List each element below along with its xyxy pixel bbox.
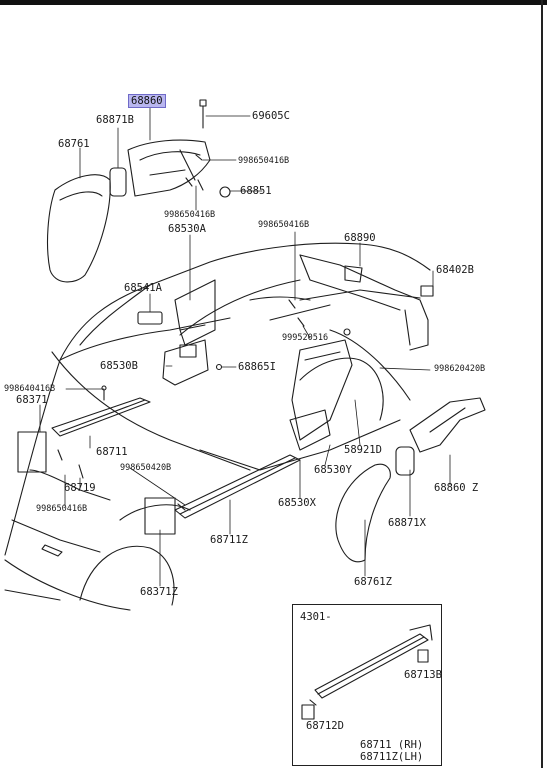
part-label-68719[interactable]: 68719 bbox=[64, 482, 96, 494]
part-label-68712D[interactable]: 68712D bbox=[306, 720, 344, 732]
right-border bbox=[541, 0, 543, 768]
part-label-998620420B[interactable]: 998620420B bbox=[434, 364, 486, 374]
sill-68711 bbox=[51, 397, 151, 437]
part-label-998650416B-d[interactable]: 998650416B bbox=[36, 504, 88, 514]
part-label-68860[interactable]: 68860 bbox=[128, 94, 166, 108]
part-label-998650416B-b[interactable]: 998650416B bbox=[164, 210, 216, 220]
part-label-68371[interactable]: 68371 bbox=[16, 394, 48, 406]
pillar-68530A bbox=[174, 279, 216, 346]
part-label-998650416B-a[interactable]: 998650416B bbox=[238, 156, 290, 166]
rear-shelf-68890 bbox=[299, 254, 429, 351]
part-label-68761Z[interactable]: 68761Z bbox=[354, 576, 392, 588]
part-label-68871X[interactable]: 68871X bbox=[388, 517, 426, 529]
trim-68761 bbox=[47, 174, 111, 283]
part-label-68860Z[interactable]: 68860 Z bbox=[434, 482, 479, 494]
leader-lines bbox=[39, 104, 451, 587]
part-label-68371Z[interactable]: 68371Z bbox=[140, 586, 178, 598]
part-label-69605C[interactable]: 69605C bbox=[252, 110, 290, 122]
seal-68871X bbox=[395, 446, 415, 476]
part-label-68711-rh[interactable]: 68711 (RH) bbox=[360, 739, 424, 751]
clip-68541A bbox=[137, 311, 163, 325]
inset-box bbox=[292, 604, 442, 766]
seal-68871B bbox=[109, 167, 127, 197]
part-label-68871B[interactable]: 68871B bbox=[96, 114, 134, 126]
part-label-68530Y[interactable]: 68530Y bbox=[314, 464, 352, 476]
part-label-68711[interactable]: 68711 bbox=[96, 446, 128, 458]
duct-68860Z bbox=[409, 397, 486, 453]
duct-68860 bbox=[127, 139, 211, 197]
part-label-68865I[interactable]: 68865I bbox=[238, 361, 276, 373]
part-label-58921D[interactable]: 58921D bbox=[344, 444, 382, 456]
part-label-998650420B[interactable]: 998650420B bbox=[120, 463, 172, 473]
part-label-68713B[interactable]: 68713B bbox=[404, 669, 442, 681]
arch-68761Z bbox=[335, 463, 391, 563]
part-label-68761[interactable]: 68761 bbox=[58, 138, 90, 150]
panel-68371Z bbox=[144, 497, 176, 535]
inset-date-code: 4301- bbox=[300, 611, 332, 623]
part-label-998650416B-c[interactable]: 998650416B bbox=[258, 220, 310, 230]
pillar-68530B bbox=[162, 339, 209, 386]
part-label-999520516[interactable]: 999520516 bbox=[282, 333, 329, 343]
panel-68371 bbox=[17, 431, 47, 473]
part-label-68711Z[interactable]: 68711Z bbox=[210, 534, 248, 546]
part-label-998640416B[interactable]: 998640416B bbox=[4, 384, 56, 394]
part-label-68851[interactable]: 68851 bbox=[240, 185, 272, 197]
part-label-68530B[interactable]: 68530B bbox=[100, 360, 138, 372]
part-label-68890[interactable]: 68890 bbox=[344, 232, 376, 244]
clip-68402B bbox=[420, 285, 434, 297]
quarter-panel-68530X bbox=[291, 339, 353, 441]
top-border bbox=[0, 0, 547, 5]
part-label-68530A[interactable]: 68530A bbox=[168, 223, 206, 235]
part-label-68541A[interactable]: 68541A bbox=[124, 282, 162, 294]
screws bbox=[57, 99, 351, 511]
part-label-68711Z-lh[interactable]: 68711Z(LH) bbox=[360, 751, 424, 763]
inset-sill-drawing bbox=[301, 624, 433, 720]
part-label-68402B[interactable]: 68402B bbox=[436, 264, 474, 276]
car-body bbox=[4, 242, 431, 611]
part-label-68530X[interactable]: 68530X bbox=[278, 497, 316, 509]
quarter-panel-68530Y bbox=[289, 409, 331, 451]
